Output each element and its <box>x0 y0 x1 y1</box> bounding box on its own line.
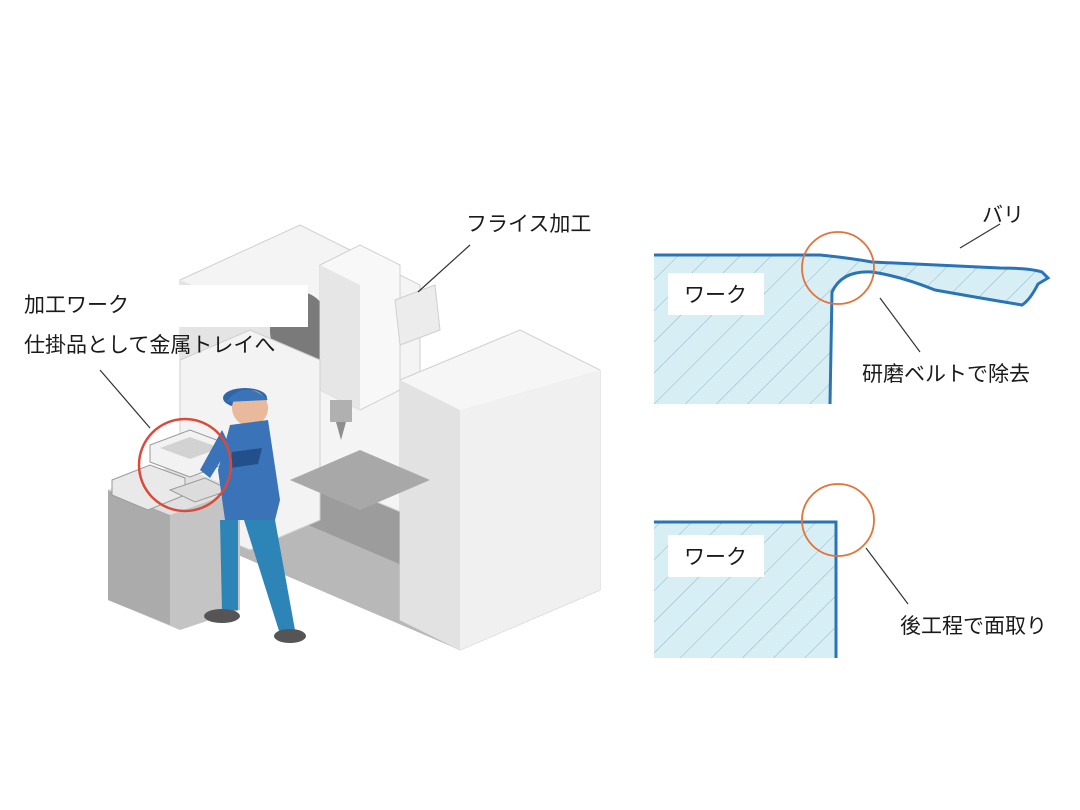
label-milling: フライス加工 <box>466 212 591 236</box>
milling-machine <box>179 224 601 651</box>
metal-trays <box>111 429 232 511</box>
label-work-top: ワーク <box>684 283 747 307</box>
label-work-line2: 仕掛品として金属トレイへ <box>24 333 275 357</box>
chamfer-highlight-circle <box>801 483 875 557</box>
label-belt: 研磨ベルトで除去 <box>862 362 1030 386</box>
label-burr: バリ <box>982 203 1024 227</box>
section-burr: ワーク バリ 研磨ベルトで除去 <box>654 203 1051 405</box>
burr-highlight-circle <box>801 231 875 305</box>
section-chamfer: ワーク 後工程で面取り <box>654 483 1047 658</box>
work-leader-line <box>99 369 151 429</box>
label-chamfer: 後工程で面取り <box>900 614 1047 638</box>
label-work-line1: 加工ワーク <box>24 293 129 317</box>
label-work-bottom: ワーク <box>684 545 747 569</box>
worker-figure <box>200 388 306 643</box>
tray-highlight-circle <box>137 417 233 513</box>
